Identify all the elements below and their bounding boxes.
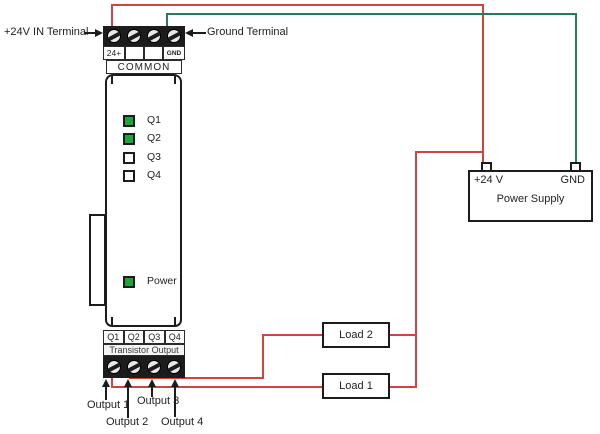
transistor-output-label: Transistor Output (109, 345, 179, 355)
wire-load2-left (262, 334, 322, 336)
output-1-pointer-line (105, 386, 107, 400)
screw-terminal-24v[interactable] (107, 29, 121, 43)
module-notch-top-left (111, 76, 113, 84)
output-1-label: Output 1 (87, 399, 130, 411)
24v-in-terminal-arrow (95, 29, 103, 37)
load-2-box: Load 2 (322, 322, 390, 348)
ground-terminal-label: Ground Terminal (207, 26, 289, 38)
common-box: COMMON (106, 60, 182, 74)
24v-in-terminal-label: +24V IN Terminal (4, 26, 89, 38)
output-4-pointer-line (174, 386, 176, 417)
terminal-label-blank-1 (125, 46, 144, 60)
output-2-label: Output 2 (106, 416, 149, 428)
channel-label-q3: Q3 (144, 330, 165, 344)
led-q3-label: Q3 (147, 151, 162, 163)
load-1-box: Load 1 (322, 373, 390, 399)
module-notch-bottom-right (174, 317, 176, 325)
screw-terminal-gnd[interactable] (167, 29, 181, 43)
led-q4-label: Q4 (147, 169, 162, 181)
module-notch-top-right (174, 76, 176, 84)
wire-load2-right (390, 334, 417, 336)
wire-q2-horizontal (129, 377, 264, 379)
wire-load1-right (390, 386, 417, 388)
terminal-label-blank-2 (144, 46, 163, 60)
input-terminal-labels: 24+ GND (103, 46, 185, 60)
24v-in-terminal-pointer-line (84, 32, 97, 34)
channel-label-q2: Q2 (123, 330, 144, 344)
output-screw-terminal-strip (103, 356, 185, 378)
led-q1-label: Q1 (147, 114, 162, 126)
output-1-arrow (102, 379, 110, 387)
wire-q1-to-load1 (111, 386, 322, 388)
output-4-arrow (171, 379, 179, 387)
wire-q2-riser (262, 334, 264, 379)
terminal-label-24plus: 24+ (103, 46, 125, 60)
wire-junction-horizontal (415, 151, 483, 153)
screw-terminal-output-3[interactable] (147, 360, 161, 374)
led-q1 (123, 115, 135, 127)
wire-gnd-module-riser (166, 13, 168, 28)
led-power-label: Power (147, 275, 177, 287)
wire-q1-drop (111, 370, 113, 388)
output-4-label: Output 4 (161, 416, 204, 428)
wire-24v-top-horizontal (111, 4, 484, 6)
screw-terminal-output-4[interactable] (167, 360, 181, 374)
module-notch-bottom-left (111, 317, 113, 325)
wire-24v-module-riser (111, 4, 113, 28)
load-1-label: Load 1 (339, 380, 373, 392)
output-3-label: Output 3 (137, 395, 180, 407)
screw-terminal-output-1[interactable] (107, 360, 121, 374)
input-screw-terminal-strip (103, 26, 185, 46)
output-3-pointer-line (151, 386, 153, 397)
transistor-output-strip: Transistor Output (103, 344, 185, 356)
terminal-label-gnd: GND (163, 46, 185, 60)
power-supply-24v-label: +24 V (474, 174, 504, 186)
load-2-label: Load 2 (339, 329, 373, 341)
ground-terminal-pointer-line (192, 32, 206, 34)
led-q3 (123, 152, 135, 164)
wire-24v-supply-drop (482, 4, 484, 162)
power-supply-title: Power Supply (496, 193, 565, 205)
screw-terminal-output-2[interactable] (127, 360, 141, 374)
common-label: COMMON (117, 61, 171, 73)
wire-gnd-supply-drop (575, 13, 577, 162)
wire-loads-vertical (415, 151, 417, 388)
output-2-pointer-line (127, 386, 129, 418)
output-channel-labels: Q1 Q2 Q3 Q4 (103, 330, 185, 344)
led-q2 (123, 133, 135, 145)
led-q2-label: Q2 (147, 132, 162, 144)
module-body (105, 74, 182, 327)
led-power (123, 276, 135, 288)
screw-terminal-top-3[interactable] (147, 29, 161, 43)
output-2-arrow (124, 379, 132, 387)
led-q4 (123, 170, 135, 182)
output-3-arrow (148, 379, 156, 387)
wire-gnd-top-horizontal (166, 13, 577, 15)
channel-label-q1: Q1 (103, 330, 124, 344)
power-supply-box: +24 V GND Power Supply (468, 170, 593, 222)
ground-terminal-arrow (185, 29, 193, 37)
channel-label-q4: Q4 (164, 330, 185, 344)
din-rail-clip (89, 214, 106, 306)
screw-terminal-top-2[interactable] (127, 29, 141, 43)
power-supply-gnd-label: GND (560, 174, 585, 186)
